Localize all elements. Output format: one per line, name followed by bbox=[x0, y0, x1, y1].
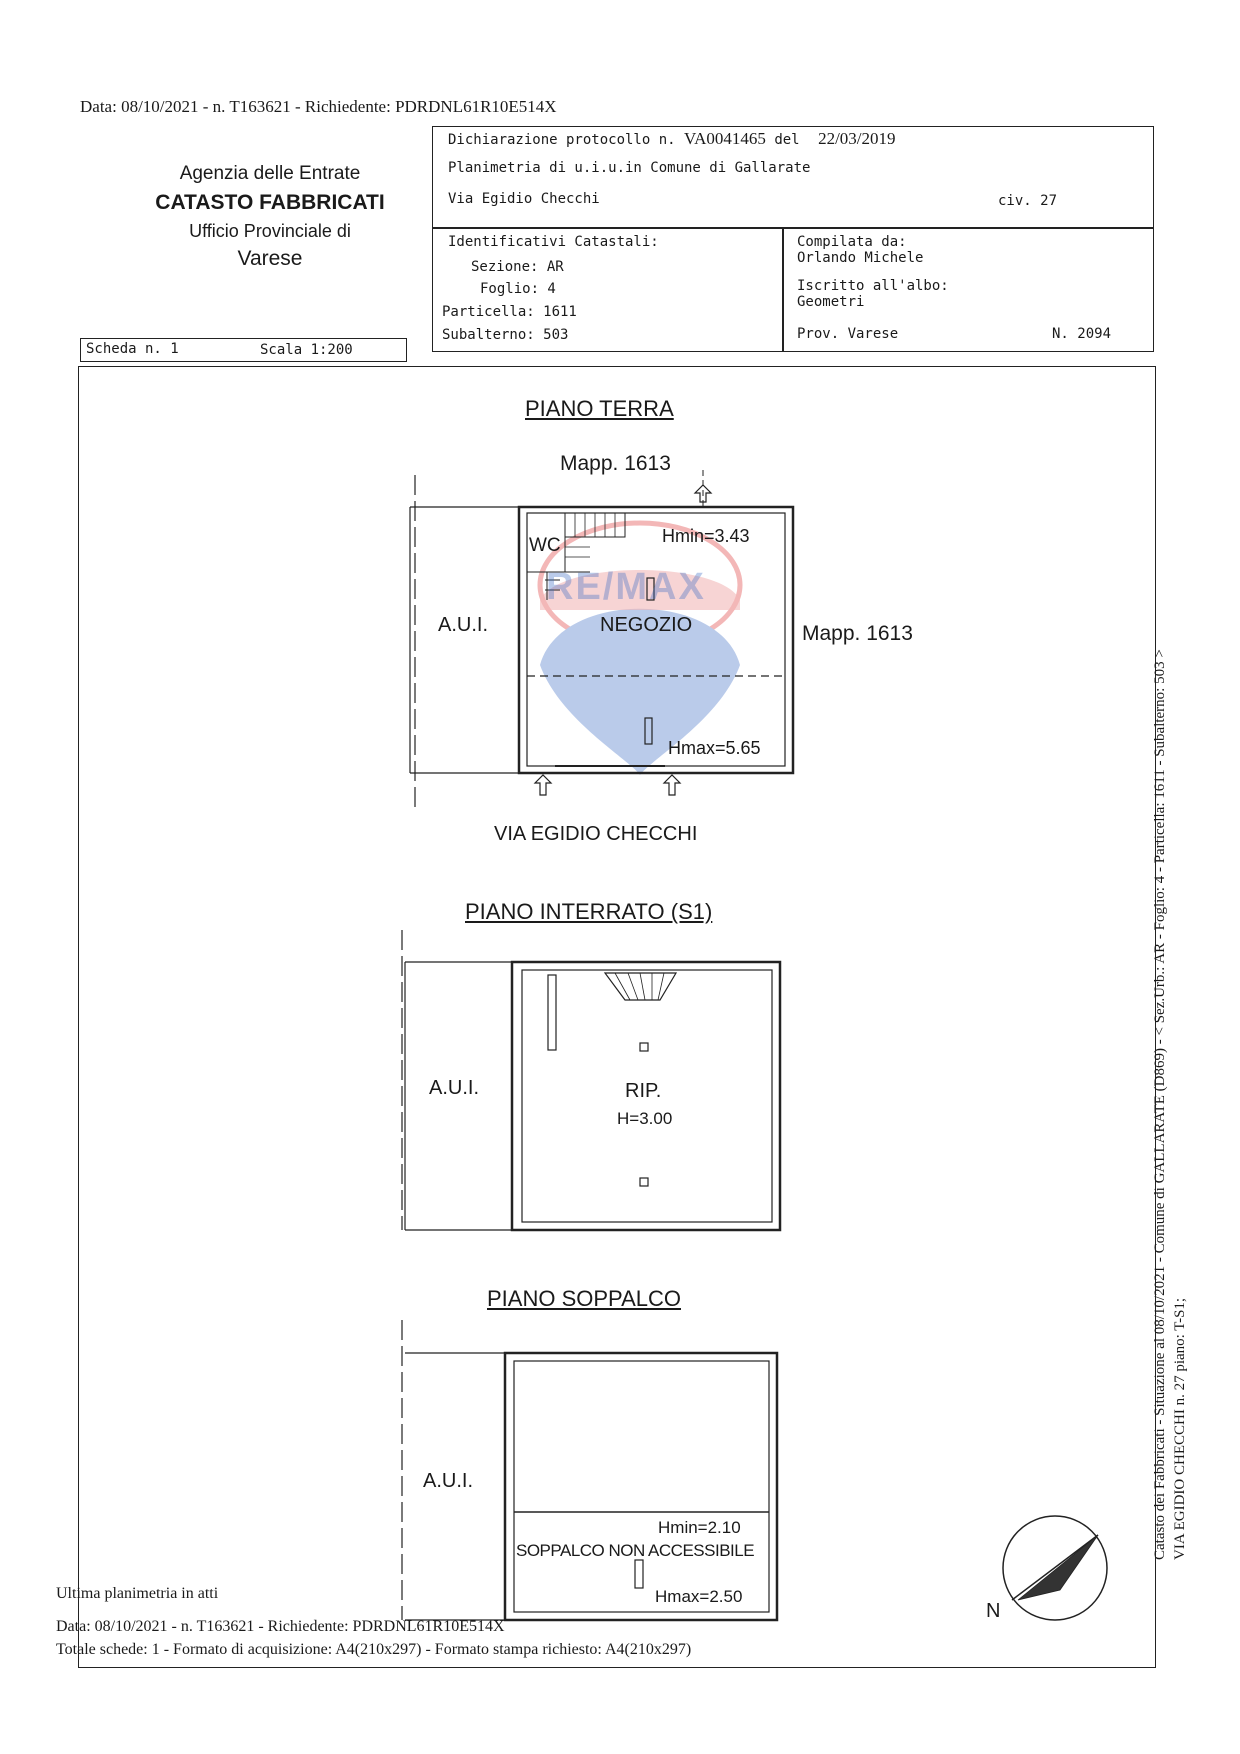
sheet-number: Scheda n. 1 bbox=[86, 341, 179, 357]
compiler-box bbox=[782, 228, 1154, 352]
piano-terra-hmax: Hmax=5.65 bbox=[668, 738, 761, 758]
piano-soppalco-plan bbox=[401, 1320, 779, 1622]
subalterno: Subalterno: 503 bbox=[442, 327, 569, 343]
ufficio-label: Ufficio Provinciale di bbox=[189, 221, 351, 241]
compass-north-label: N bbox=[986, 1600, 1001, 1622]
remax-watermark bbox=[537, 520, 743, 775]
piano-soppalco-hmin: Hmin=2.10 bbox=[658, 1518, 741, 1537]
side-text-line1: Catasto dei Fabbricati - Situazione al 0… bbox=[1152, 649, 1168, 1560]
piano-interrato-title: PIANO INTERRATO (S1) bbox=[465, 899, 713, 924]
piano-soppalco-hmax: Hmax=2.50 bbox=[655, 1587, 743, 1606]
piano-terra-plan bbox=[409, 470, 795, 810]
piano-terra-aui: A.U.I. bbox=[438, 614, 489, 636]
piano-interrato-plan bbox=[401, 930, 782, 1232]
remax-watermark-text: RE/MAX bbox=[546, 566, 706, 608]
scale: Scala 1:200 bbox=[260, 342, 353, 358]
piano-soppalco-title: PIANO SOPPALCO bbox=[487, 1286, 681, 1311]
catasto-title: CATASTO FABBRICATI bbox=[155, 191, 385, 214]
footer-request-line: Data: 08/10/2021 - n. T163621 - Richiede… bbox=[56, 1618, 505, 1635]
compiled-by-label: Compilata da: bbox=[797, 234, 907, 250]
province-name: Varese bbox=[237, 247, 303, 270]
scheda-box bbox=[80, 338, 407, 362]
date-label: del bbox=[774, 132, 800, 148]
header-request-line: Data: 08/10/2021 - n. T163621 - Richiede… bbox=[80, 97, 557, 116]
mapp-top-label: Mapp. 1613 bbox=[560, 452, 671, 475]
side-cadastral-text: Catasto dei Fabbricati - Situazione al 0… bbox=[1150, 649, 1190, 1560]
declaration-box bbox=[432, 126, 1154, 228]
protocol-label: Dichiarazione protocollo n. bbox=[448, 132, 676, 148]
civic-number: civ. 27 bbox=[998, 193, 1058, 209]
street-label: VIA EGIDIO CHECCHI bbox=[494, 823, 698, 845]
identifiers-title: Identificativi Catastali: bbox=[448, 234, 659, 250]
protocol-date: 22/03/2019 bbox=[818, 129, 896, 148]
piano-interrato-height: H=3.00 bbox=[617, 1109, 673, 1128]
compiler-province: Prov. Varese bbox=[797, 326, 899, 342]
piano-interrato-aui: A.U.I. bbox=[429, 1077, 480, 1099]
profession: Geometri bbox=[797, 294, 865, 310]
particella: Particella: 1611 bbox=[442, 304, 577, 320]
agency-name: Agenzia delle Entrate bbox=[179, 163, 361, 184]
drawing-frame bbox=[78, 366, 1156, 1668]
sezione: Sezione: AR bbox=[471, 259, 564, 275]
wc-label: WC bbox=[529, 535, 561, 556]
footer-last-planimetry: Ultima planimetria in atti bbox=[56, 1585, 219, 1602]
identifiers-box bbox=[432, 228, 784, 352]
compass-icon bbox=[1002, 1515, 1108, 1621]
mapp-right-label: Mapp. 1613 bbox=[802, 622, 913, 645]
foglio: Foglio: 4 bbox=[480, 281, 556, 297]
piano-terra-hmin: Hmin=3.43 bbox=[662, 526, 750, 546]
side-text-line2: VIA EGIDIO CHECCHI n. 27 piano: T-S1; bbox=[1172, 1297, 1188, 1560]
negozio-label: NEGOZIO bbox=[600, 614, 693, 636]
piano-soppalco-aui: A.U.I. bbox=[423, 1470, 474, 1492]
rip-label: RIP. bbox=[625, 1080, 662, 1102]
street-line: Via Egidio Checchi bbox=[448, 191, 600, 207]
protocol-line: Dichiarazione protocollo n. VA0041465 de… bbox=[448, 129, 896, 149]
planimetry-line: Planimetria di u.i.u.in Comune di Gallar… bbox=[448, 160, 811, 176]
protocol-number: VA0041465 bbox=[684, 129, 766, 148]
agency-block: Agenzia delle Entrate CATASTO FABBRICATI… bbox=[120, 160, 420, 274]
soppalco-note: SOPPALCO NON ACCESSIBILE bbox=[516, 1541, 755, 1560]
piano-terra-title: PIANO TERRA bbox=[525, 396, 674, 421]
compiler-name: Orlando Michele bbox=[797, 250, 924, 266]
registered-label: Iscritto all'albo: bbox=[797, 278, 949, 294]
registration-number: N. 2094 bbox=[1052, 326, 1112, 342]
footer-totals: Totale schede: 1 - Formato di acquisizio… bbox=[56, 1641, 692, 1658]
